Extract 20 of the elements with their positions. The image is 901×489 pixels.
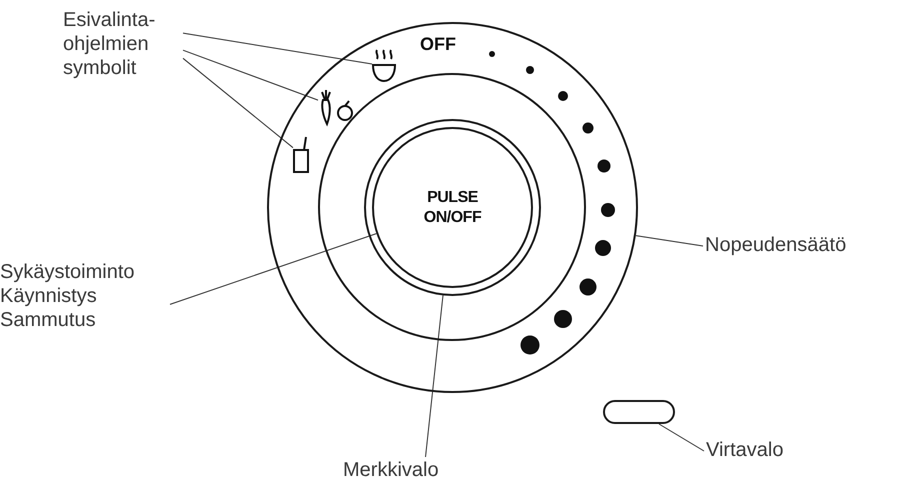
leader-line [182,50,318,101]
callout-text: Nopeudensäätö [705,233,855,259]
leader-line [170,233,377,305]
callout-text: Sykäystoiminto Käynnistys Sammutus [0,260,168,334]
power-light [603,400,675,424]
soup-bowl-icon [372,49,396,83]
carrot-apple-icon [318,88,355,126]
pulse-button: PULSE ON/OFF [372,127,533,288]
leader-line [635,235,704,246]
control-dial [267,22,638,393]
leader-line [658,424,704,452]
leader-line [182,58,294,148]
indicator-light-ring [364,119,541,296]
leader-line [425,294,444,458]
callout-text: Merkkivalo [343,458,453,484]
leader-line [182,32,372,65]
cup-icon [293,136,311,174]
dial-position-label: OFF [420,34,456,55]
callout-text: Esivalinta- ohjelmien symbolit [63,8,181,82]
callout-text: Virtavalo [706,438,806,464]
